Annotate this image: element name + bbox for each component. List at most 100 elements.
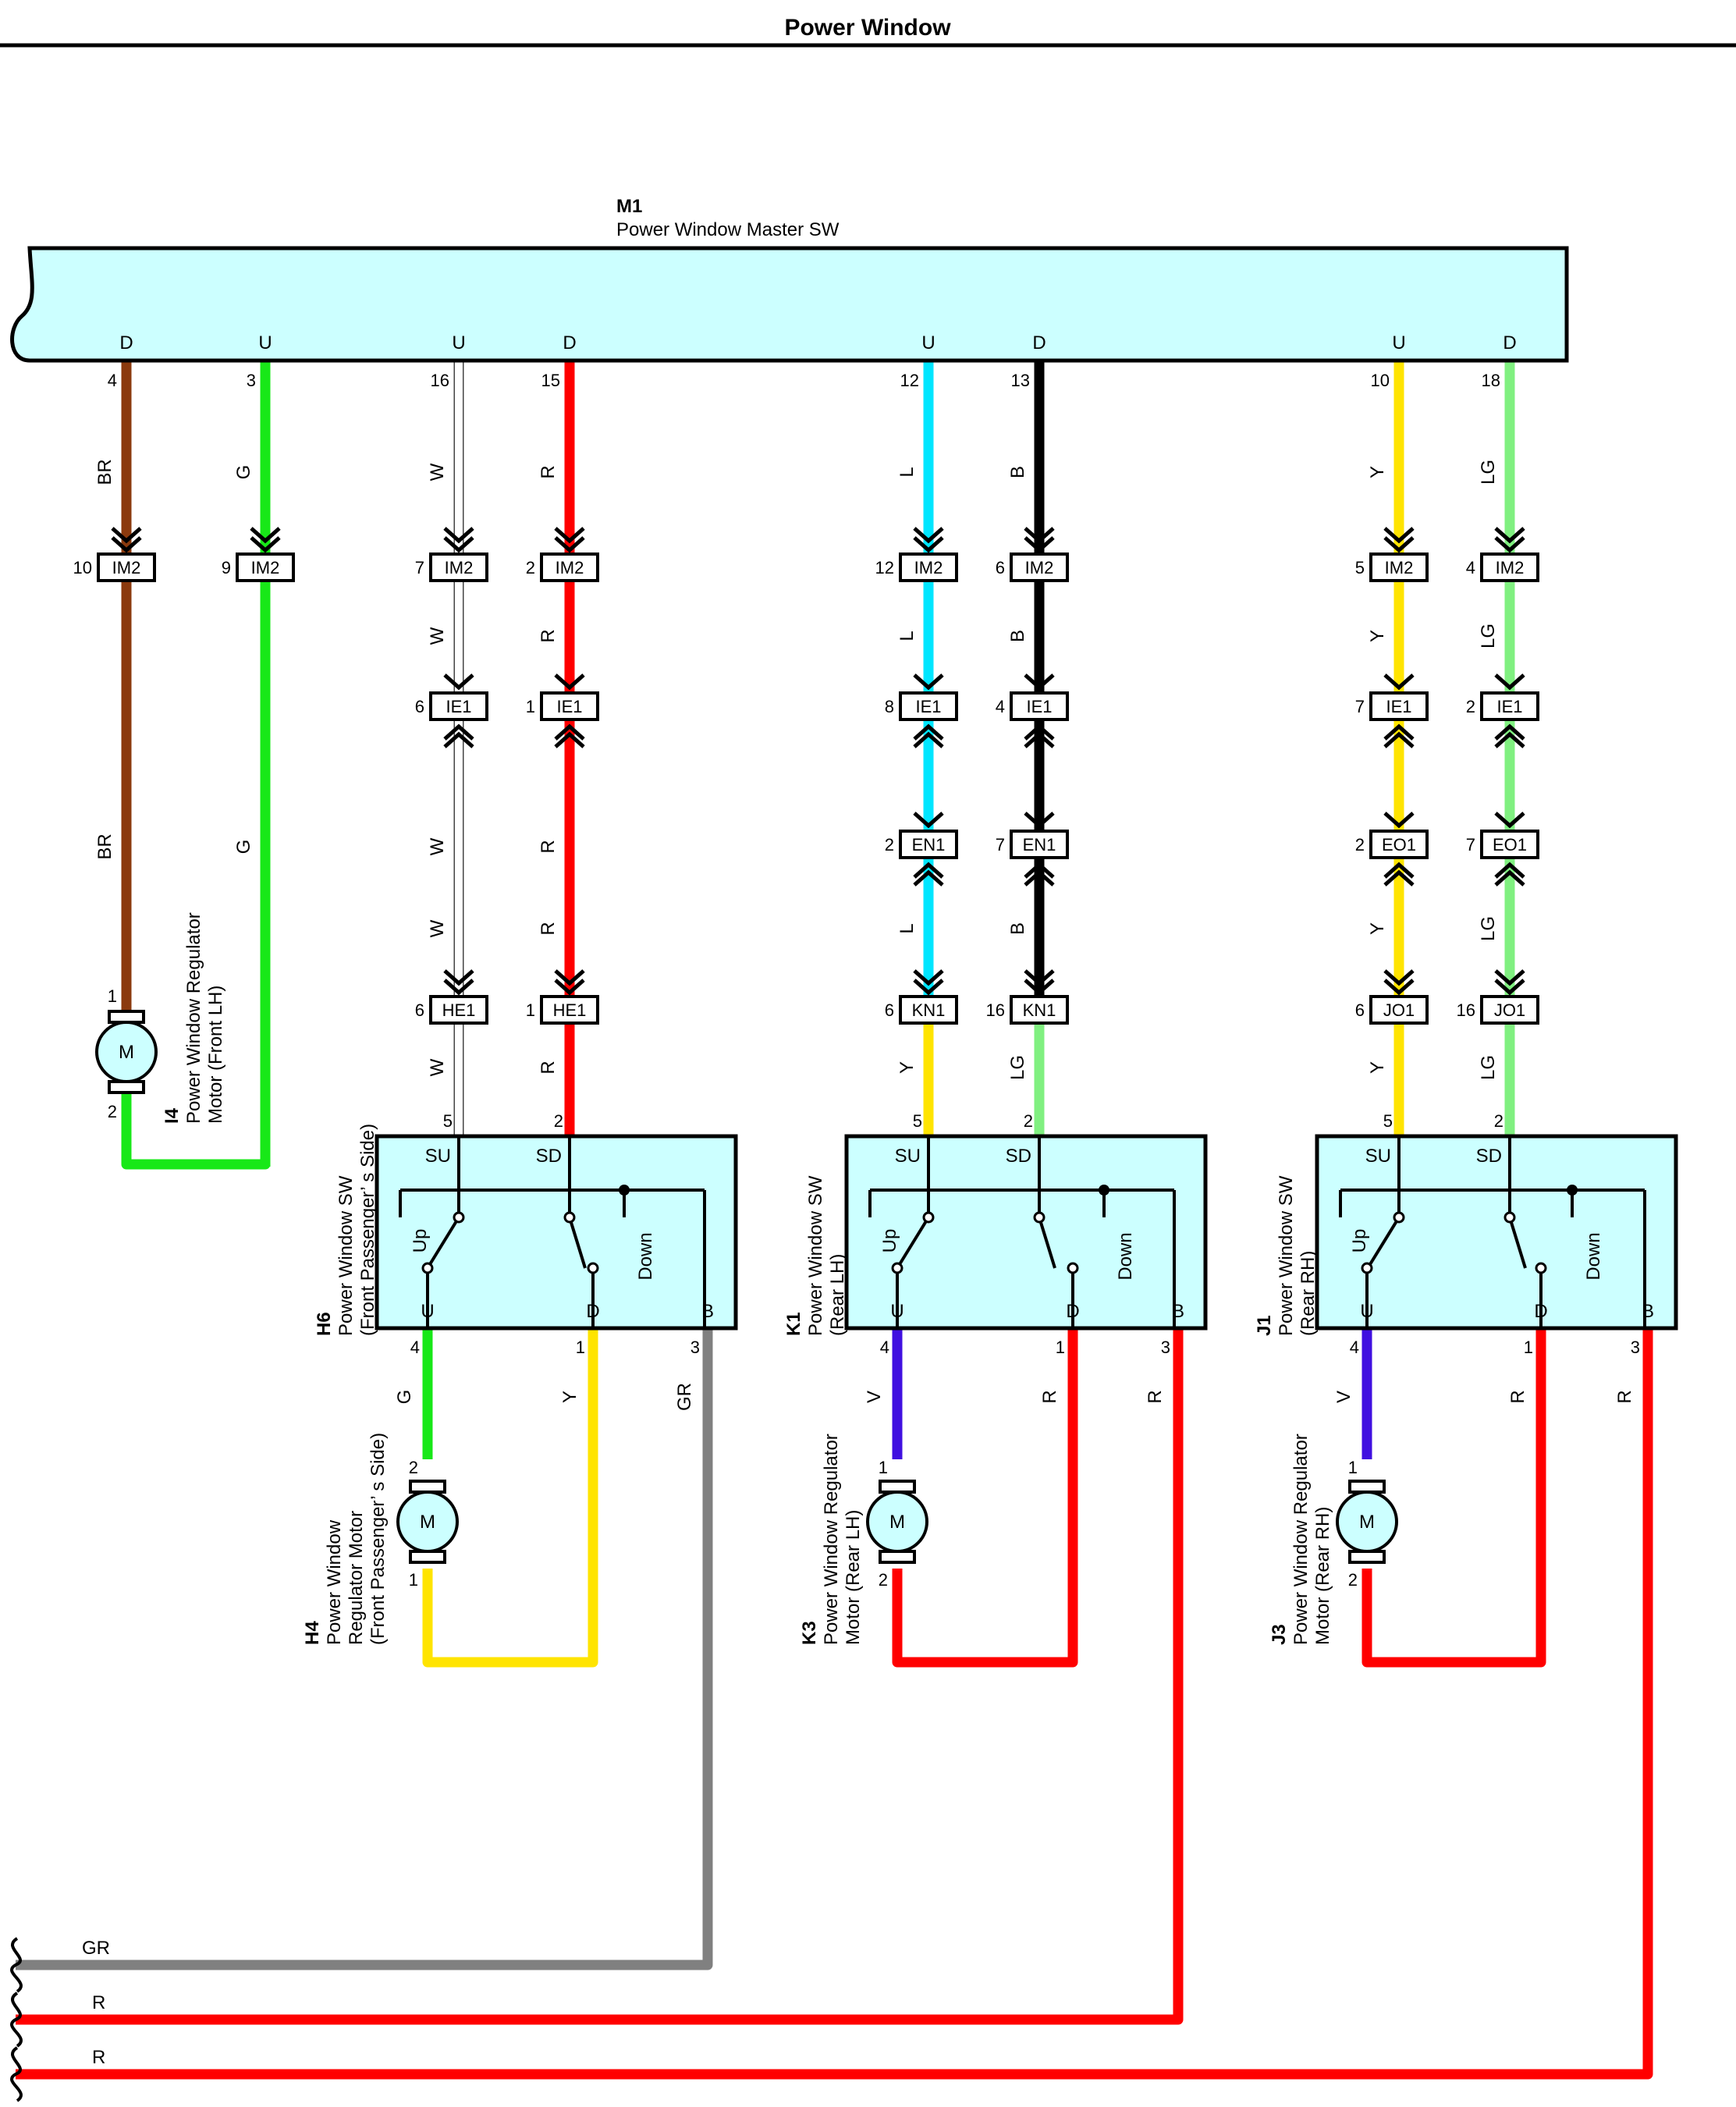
connector-name: IM2: [914, 558, 943, 577]
connector-chevron: [443, 723, 474, 741]
connector-chevron: [1494, 673, 1525, 691]
connector-name: KN1: [1023, 1000, 1056, 1020]
return-wire-gr: [16, 1328, 713, 1970]
switch-junction: [1099, 1185, 1109, 1196]
master-terminal-dir: U: [452, 332, 465, 354]
master-terminal-dir: D: [119, 332, 133, 354]
switch-terminal: B: [1172, 1301, 1184, 1322]
motor-name: Power Window: [324, 1519, 345, 1645]
master-switch-box: [10, 246, 1569, 363]
switch-up-label: Up: [1349, 1229, 1370, 1253]
connector-chevron: [1383, 869, 1415, 887]
connector-chevron: [1024, 673, 1055, 691]
wire-color-label: R: [1614, 1390, 1635, 1403]
master-terminal-pin: 15: [541, 371, 560, 390]
wire-color-label: R: [1039, 1390, 1060, 1403]
switch-pin: 4: [880, 1338, 889, 1357]
switch-id: J1: [1254, 1315, 1275, 1336]
connector-chevron: [1494, 723, 1525, 741]
wire-color-label: BR: [94, 459, 115, 485]
switch-pin: 3: [1631, 1338, 1640, 1357]
window-switch-box: [1315, 1134, 1678, 1331]
motor-front-lh-name: Motor (Front LH): [205, 986, 226, 1124]
connector-chevron: [554, 731, 585, 748]
switch-contact: [587, 1262, 599, 1274]
switch-contact: [1503, 1211, 1516, 1224]
window-motor-label: M: [889, 1512, 905, 1533]
wire-color-label: Y: [896, 1061, 918, 1074]
connector-name: HE1: [553, 1000, 587, 1020]
switch-id: K1: [783, 1312, 804, 1336]
switch-pin: 4: [1350, 1338, 1359, 1357]
switch-pin: 2: [1024, 1111, 1033, 1131]
switch-pin: 5: [1383, 1111, 1393, 1131]
connector-pin: 7: [1355, 697, 1365, 716]
wire-color-label: G: [394, 1390, 415, 1405]
connector-chevron: [1494, 731, 1525, 748]
switch-contact: [891, 1262, 904, 1274]
connector-chevron: [1024, 979, 1055, 996]
wire-color-label: Y: [1367, 922, 1388, 935]
connector-pin: 6: [996, 558, 1005, 577]
switch-contact: [563, 1211, 576, 1224]
connector-name: IM2: [556, 558, 584, 577]
switch-pin: 3: [690, 1338, 700, 1357]
connector-chevron: [1494, 869, 1525, 887]
connector-name: IE1: [1496, 697, 1522, 716]
switch-terminal: SD: [536, 1146, 562, 1167]
wire-color-label: LG: [1478, 916, 1499, 941]
connector-chevron: [554, 536, 585, 553]
window-motor-cap: [409, 1550, 446, 1564]
connector-pin: 10: [73, 558, 92, 577]
switch-pin: 5: [443, 1111, 453, 1131]
connector-pin: 6: [415, 1000, 424, 1020]
switch-line: [927, 1136, 1041, 1190]
wire-color-label: LG: [1007, 1055, 1028, 1080]
master-terminal-pin: 16: [431, 371, 449, 390]
switch-terminal: SU: [425, 1146, 451, 1167]
switch-terminal: B: [701, 1301, 714, 1322]
switch-line: [399, 1190, 706, 1328]
connector-chevron: [1494, 527, 1525, 544]
connector-chevron: [250, 536, 281, 553]
connector-name: IM2: [251, 558, 280, 577]
switch-terminal: SD: [1476, 1146, 1502, 1167]
connector-name: EO1: [1493, 835, 1527, 855]
wire-color-label: L: [896, 631, 918, 641]
window-motor-cap: [1348, 1550, 1386, 1564]
wire-color-label: Y: [1367, 466, 1388, 478]
master-terminal-dir: D: [1032, 332, 1046, 354]
wire-color-label: R: [538, 922, 559, 935]
wire-color-label: B: [1007, 630, 1028, 642]
wire-color-label: G: [233, 840, 254, 855]
connector-chevron: [1494, 862, 1525, 879]
switch-pin: 3: [1161, 1338, 1170, 1357]
connector-name: IE1: [1026, 697, 1052, 716]
connector-box: [1010, 553, 1069, 582]
connector-chevron: [913, 869, 944, 887]
wire-color-label: B: [1007, 466, 1028, 478]
connector-chevron: [1024, 969, 1055, 986]
wire-color-label: BR: [94, 833, 115, 859]
connector-pin: 8: [885, 697, 894, 716]
connector-box: [429, 691, 488, 721]
wire-color-label: V: [1333, 1391, 1354, 1403]
connector-pin: 1: [526, 1000, 535, 1020]
connector-chevron: [1383, 969, 1415, 986]
connector-pin: 7: [996, 835, 1005, 855]
connector-box: [1369, 553, 1429, 582]
connector-box: [1010, 995, 1069, 1025]
connector-chevron: [913, 673, 944, 691]
connector-name: HE1: [442, 1000, 476, 1020]
motor-id: K3: [799, 1621, 820, 1645]
connector-chevron: [250, 527, 281, 544]
wire-color-label: W: [427, 627, 448, 645]
motor-name: Power Window Regulator: [1290, 1434, 1312, 1645]
switch-pin: 4: [410, 1338, 420, 1357]
connector-box: [899, 553, 958, 582]
connector-pin: 6: [1355, 1000, 1365, 1020]
switch-id: H6: [314, 1312, 335, 1336]
switch-line: [896, 1216, 1056, 1270]
connector-pin: 9: [222, 558, 231, 577]
connector-pin: 1: [526, 697, 535, 716]
